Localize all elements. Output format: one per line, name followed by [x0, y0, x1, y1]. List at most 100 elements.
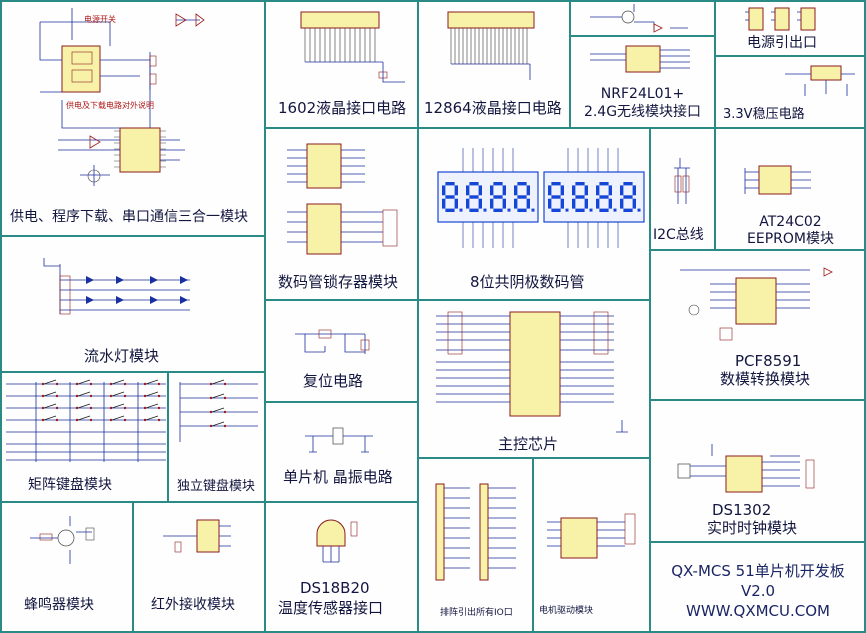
regulator-label: 3.3V稳压电路	[723, 107, 805, 122]
digit-4-segment-6	[514, 198, 518, 209]
digit-6-segment-2	[575, 195, 585, 199]
power-out-headers	[745, 7, 816, 31]
at24c02-schematic	[744, 165, 811, 195]
power-program-uart-panel: 电源开关 供电及下载电路对外说明 供电、程序下载、串口通信三合一模块	[0, 0, 265, 236]
digit-5-segment-7	[560, 198, 564, 209]
pcf8591-label-line2: 数模转换模块	[720, 370, 811, 388]
i2c-panel: I2C总线	[650, 128, 715, 250]
digit-2-segment-6	[466, 198, 470, 209]
ds1302-schematic	[677, 444, 815, 493]
digit-6-segment-6	[572, 198, 576, 209]
digit-1-segment-3	[445, 208, 455, 212]
power-switch-note: 电源开关	[84, 15, 116, 24]
power-uart-schematic	[39, 8, 205, 186]
matrix-key-1-4	[143, 379, 161, 386]
motor-driver-label: 电机驱动模块	[539, 606, 594, 616]
digit-2-segment-5	[478, 185, 482, 196]
digit-7-segment-5	[608, 185, 612, 196]
nrf24l01-panel: NRF24L01+ 2.4G无线模块接口	[570, 0, 715, 128]
pcf8591-label-line1: PCF8591	[735, 352, 802, 370]
digit-5-segment-3	[551, 208, 561, 212]
digit-4-segment-4	[514, 185, 518, 196]
latch-label: 数码管锁存器模块	[278, 273, 399, 291]
board-website: WWW.QXMCU.COM	[685, 602, 830, 620]
water-led-schematic	[43, 258, 190, 315]
independent-keys-schematic	[179, 379, 258, 442]
main-chip-panel: 主控芯片	[418, 300, 650, 458]
digit-6-segment-4	[572, 185, 576, 196]
digit-8-segment-7	[632, 198, 636, 209]
ds18b20-label-line2: 温度传感器接口	[278, 599, 384, 617]
digit-1-segment-7	[454, 198, 458, 209]
digit-7-decimal-point	[613, 208, 617, 212]
power-out-panel: 电源引出口	[715, 0, 866, 56]
ir-receiver-schematic	[163, 519, 231, 553]
io-header-label: 排阵引出所有IO口	[440, 608, 513, 618]
matrix-key-2-1	[41, 391, 59, 398]
digit-8-segment-4	[620, 185, 624, 196]
matrix-keypad-panel: 矩阵键盘模块	[0, 372, 168, 502]
at24c02-label-line2: EEPROM模块	[747, 231, 834, 247]
digit-2-decimal-point	[483, 208, 487, 212]
digit-6-segment-1	[575, 182, 585, 186]
digit-3-segment-3	[493, 208, 503, 212]
reset-schematic	[295, 329, 370, 354]
i2c-label: I2C总线	[653, 227, 704, 243]
matrix-key-3-2	[75, 403, 93, 410]
i2c-pullups	[674, 158, 690, 204]
matrix-key-4-2	[75, 415, 93, 422]
latch-panel: 数码管锁存器模块	[265, 128, 418, 300]
digit-6-segment-5	[584, 185, 588, 196]
digit-2-segment-3	[469, 208, 479, 212]
digit-8-segment-1	[623, 182, 633, 186]
crystal-label: 单片机 晶振电路	[283, 468, 393, 486]
digit-7-segment-6	[596, 198, 600, 209]
io-header-schematic	[435, 483, 516, 581]
digit-4-segment-7	[526, 198, 530, 209]
regulator-schematic	[785, 65, 855, 96]
digit-5-segment-1	[551, 182, 561, 186]
digit-1-segment-5	[454, 185, 458, 196]
digit-6-segment-3	[575, 208, 585, 212]
digit-2-segment-7	[478, 198, 482, 209]
matrix-key-3-4	[143, 403, 161, 410]
seven-segment-display	[437, 148, 645, 248]
digit-2-segment-1	[469, 182, 479, 186]
io-header-panel: 排阵引出所有IO口	[418, 458, 533, 632]
digit-2-segment-2	[469, 195, 479, 199]
ir-receiver-label: 红外接收模块	[151, 597, 235, 613]
digit-4-segment-5	[526, 185, 530, 196]
digit-3-segment-7	[502, 198, 506, 209]
digit-4-segment-1	[517, 182, 527, 186]
digit-3-decimal-point	[507, 208, 511, 212]
digit-5-decimal-point	[565, 208, 569, 212]
digit-1-segment-6	[442, 198, 446, 209]
lcd1602-label: 1602液晶接口电路	[278, 99, 407, 117]
digit-7-segment-4	[596, 185, 600, 196]
digit-5-segment-6	[548, 198, 552, 209]
ds18b20-label-line1: DS18B20	[300, 579, 370, 597]
ds18b20-schematic	[316, 519, 358, 563]
main-chip-schematic	[436, 311, 628, 433]
digit-6-segment-7	[584, 198, 588, 209]
digit-1-segment-1	[445, 182, 455, 186]
independent-keys-panel: 独立键盘模块	[168, 372, 265, 502]
lcd1602-connector	[300, 11, 405, 83]
matrix-key-2-4	[143, 391, 161, 398]
at24c02-panel: AT24C02 EEPROM模块	[715, 128, 866, 250]
digit-8-segment-5	[632, 185, 636, 196]
ds1302-label-line1: DS1302	[712, 501, 772, 519]
board-version: V2.0	[740, 582, 776, 600]
display-8digit-panel: 8位共阴极数码管	[418, 128, 650, 300]
digit-7-segment-7	[608, 198, 612, 209]
digit-8-segment-3	[623, 208, 633, 212]
nrf24l01-label-line1: NRF24L01+	[600, 86, 685, 102]
power-program-uart-label: 供电、程序下载、串口通信三合一模块	[10, 209, 248, 225]
digit-7-segment-1	[599, 182, 609, 186]
nrf24l01-schematic	[590, 4, 690, 73]
digit-8-decimal-point	[637, 208, 641, 212]
water-led-panel: 流水灯模块	[0, 236, 265, 372]
independent-key-3-1	[209, 407, 227, 414]
digit-4-segment-3	[517, 208, 527, 212]
